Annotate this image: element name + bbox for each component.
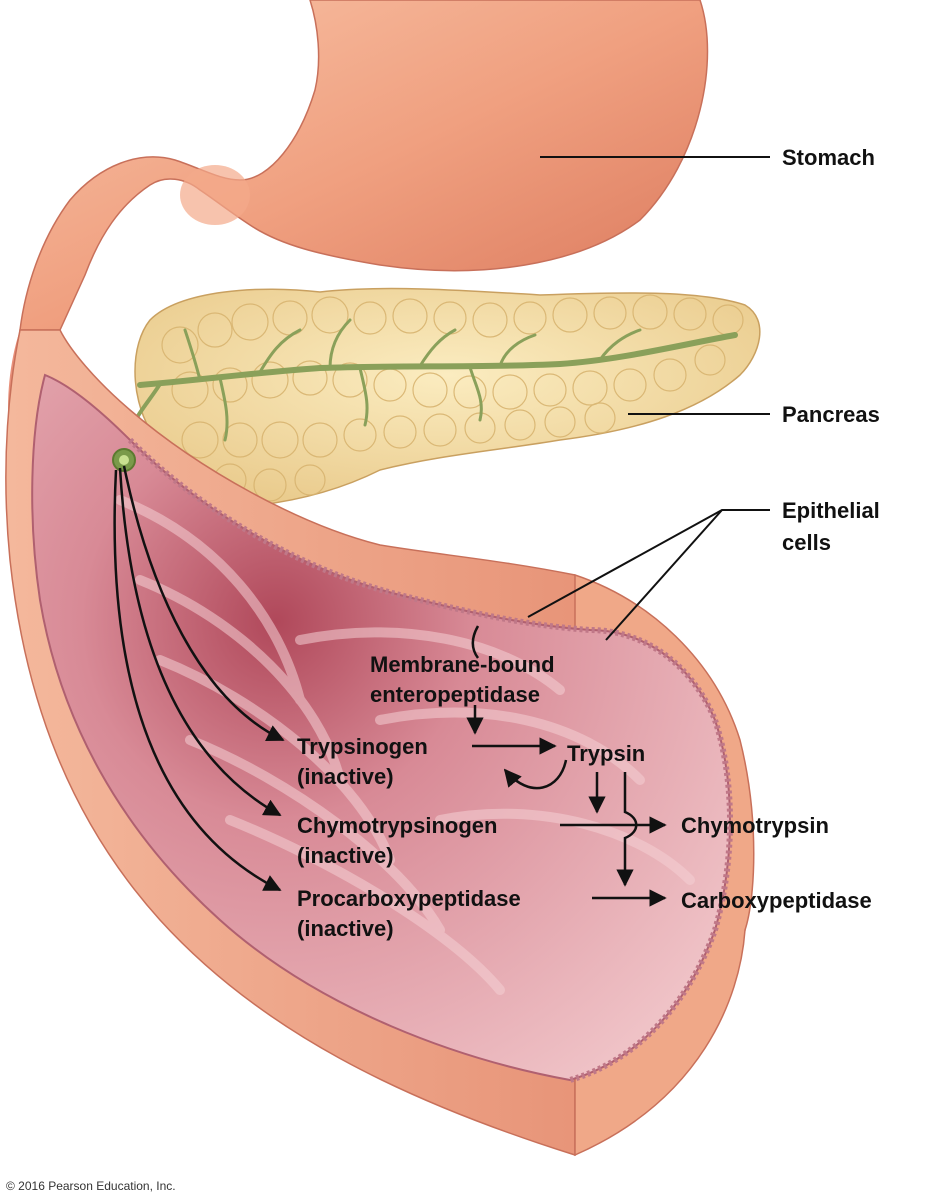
label-procarboxypeptidase: Procarboxypeptidase [297, 886, 521, 911]
enteropeptidase-tick [471, 625, 480, 659]
label-trypsinogen-state: (inactive) [297, 764, 394, 789]
label-membrane-line1: Membrane-bound [370, 652, 555, 677]
label-chymotrypsin: Chymotrypsin [681, 813, 829, 838]
copyright-credit: © 2016 Pearson Education, Inc. [6, 1179, 176, 1193]
label-chymotrypsinogen-state: (inactive) [297, 843, 394, 868]
label-carboxypeptidase: Carboxypeptidase [681, 888, 872, 913]
label-epithelial-line2: cells [782, 530, 831, 555]
label-epithelial-line1: Epithelial [782, 498, 880, 523]
arrow-to-chymotrypsinogen [118, 467, 282, 817]
label-trypsin: Trypsin [567, 741, 645, 766]
activation-arrows [466, 625, 667, 907]
label-procarboxypeptidase-state: (inactive) [297, 916, 394, 941]
secretion-arrows [113, 465, 285, 892]
duodenum-illustration [5, 329, 755, 1157]
label-membrane-line2: enteropeptidase [370, 682, 540, 707]
label-stomach: Stomach [782, 145, 875, 170]
arrow-to-trypsinogen [122, 465, 285, 742]
trypsin-autocatalysis-arrow [503, 759, 568, 790]
pancreatic-duct [128, 318, 738, 442]
arrow-to-procarboxypeptidase [113, 469, 282, 892]
label-pancreas: Pancreas [782, 402, 880, 427]
label-trypsinogen: Trypsinogen [297, 734, 428, 759]
leader-lines [527, 156, 770, 641]
label-chymotrypsinogen: Chymotrypsinogen [297, 813, 497, 838]
epithelial-leader-line-2 [605, 509, 723, 641]
pancreas-illustration [128, 287, 761, 506]
labels: Stomach Pancreas Epithelial cells Membra… [6, 145, 880, 1193]
